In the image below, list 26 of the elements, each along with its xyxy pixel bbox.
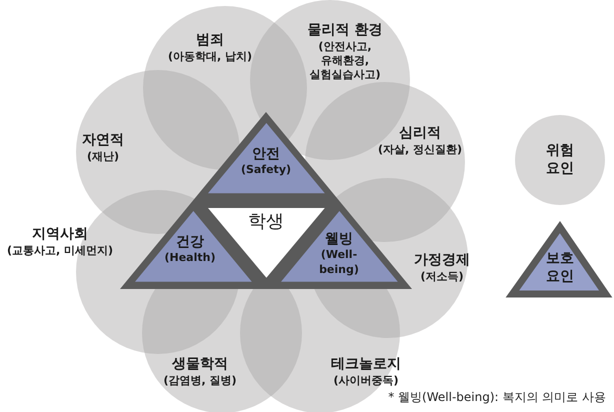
footnote: * 웰빙(Well-being): 복지의 의미로 사용 <box>388 389 606 406</box>
factor-title: 학생 <box>246 210 285 234</box>
factor-title: 지역사회 <box>31 226 89 244</box>
factor-note: (저소득) <box>419 270 465 284</box>
factor-title: 범죄 <box>195 32 225 50</box>
factor-note: (자살, 정신질환) <box>376 142 464 157</box>
factor-note: (Safety) <box>240 164 292 178</box>
factor-title: 보호 요인 <box>545 250 575 286</box>
factor-title: 웰빙 <box>324 230 354 248</box>
factor-title: 자연적 <box>81 132 125 150</box>
factor-note: (안전사고, 유해환경, 실험실습사고) <box>308 39 382 82</box>
factor-note: (Well-being) <box>318 248 360 278</box>
factor-title: 심리적 <box>398 125 442 143</box>
factor-note: (아동학대, 납치) <box>166 50 254 64</box>
factor-note: (감염병, 질병) <box>162 374 238 388</box>
factor-title: 위험 요인 <box>545 142 575 178</box>
factor-title: 가정경제 <box>413 252 471 270</box>
factor-note: (교통사고, 미세먼지) <box>6 244 114 258</box>
factor-note: (Health) <box>163 252 216 266</box>
factor-title: 테크놀로지 <box>330 356 402 374</box>
factor-note: (재난) <box>86 150 120 164</box>
factor-title: 건강 <box>174 234 205 252</box>
factor-title: 생물학적 <box>171 356 229 374</box>
factor-title: 물리적 환경 <box>306 22 384 40</box>
factor-note: (사이버중독) <box>332 374 400 388</box>
factor-title: 안전 <box>250 146 281 164</box>
